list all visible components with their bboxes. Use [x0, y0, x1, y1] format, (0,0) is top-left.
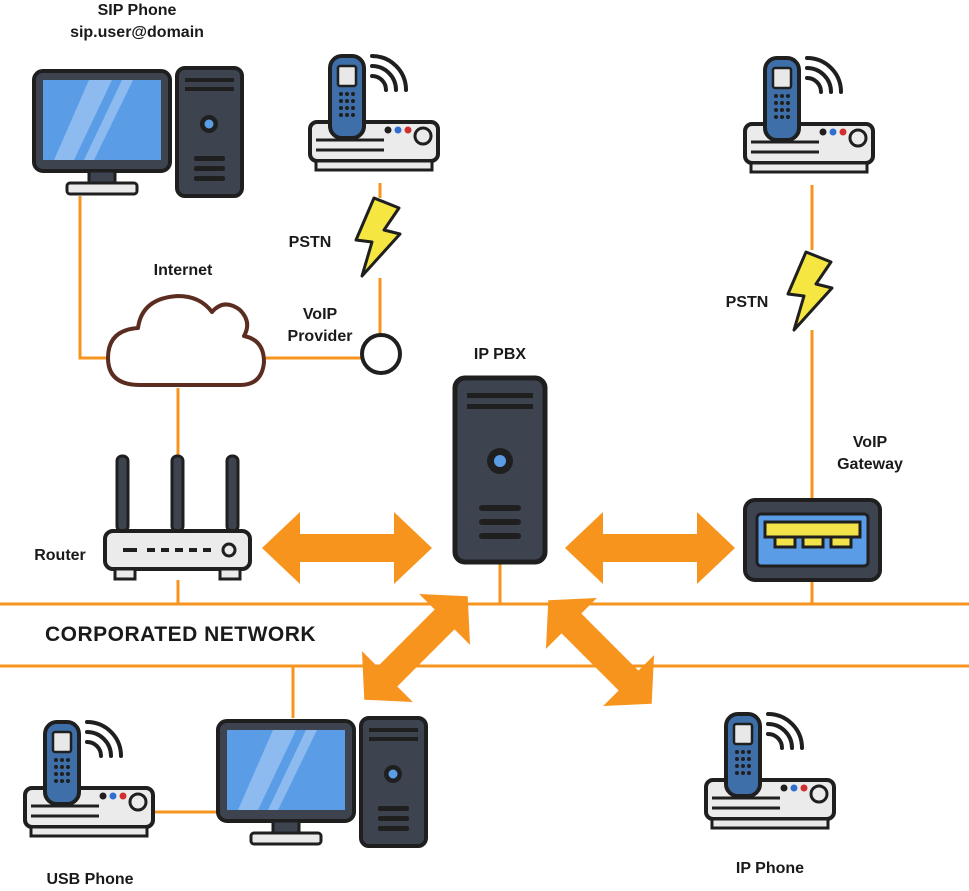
usb-phone-label: USB Phone	[46, 871, 134, 888]
sip-phone-title: SIP Phone	[97, 2, 177, 19]
voip-provider-label-2: Provider	[287, 328, 353, 345]
sip-phone-computer	[32, 66, 244, 198]
sip-phone-address: sip.user@domain	[70, 24, 204, 41]
circle-node-icon	[360, 333, 402, 375]
pstn-phone-left	[308, 54, 440, 172]
double-arrow-icon	[565, 512, 735, 584]
double-arrow-icon	[338, 570, 494, 726]
pstn-label-left: PSTN	[288, 234, 332, 251]
voip-gateway-label-1: VoIP	[852, 434, 888, 451]
ip-pbx-label: IP PBX	[473, 346, 527, 363]
ip-phone	[704, 712, 836, 830]
lan-computer	[216, 716, 428, 848]
lightning-bolt-icon	[354, 196, 402, 278]
network-label: CORPORATED NETWORK	[45, 623, 317, 646]
ip-phone-label: IP Phone	[735, 860, 805, 877]
server-tower-icon	[452, 375, 548, 565]
double-arrow-icon	[522, 574, 678, 730]
cloud-icon	[106, 294, 266, 387]
pstn-phone-right	[743, 56, 875, 174]
voip-gateway-label-2: Gateway	[837, 456, 903, 473]
double-arrow-icon	[262, 512, 432, 584]
connection-lines	[0, 183, 969, 814]
usb-phone	[23, 720, 155, 838]
router-label: Router	[34, 547, 86, 564]
pstn-label-right: PSTN	[725, 294, 769, 311]
wifi-router-icon	[103, 454, 252, 581]
lightning-bolt-icon	[786, 250, 834, 332]
voip-provider-label-1: VoIP	[302, 306, 338, 323]
network-switch-icon	[743, 498, 882, 582]
internet-label: Internet	[153, 262, 213, 279]
